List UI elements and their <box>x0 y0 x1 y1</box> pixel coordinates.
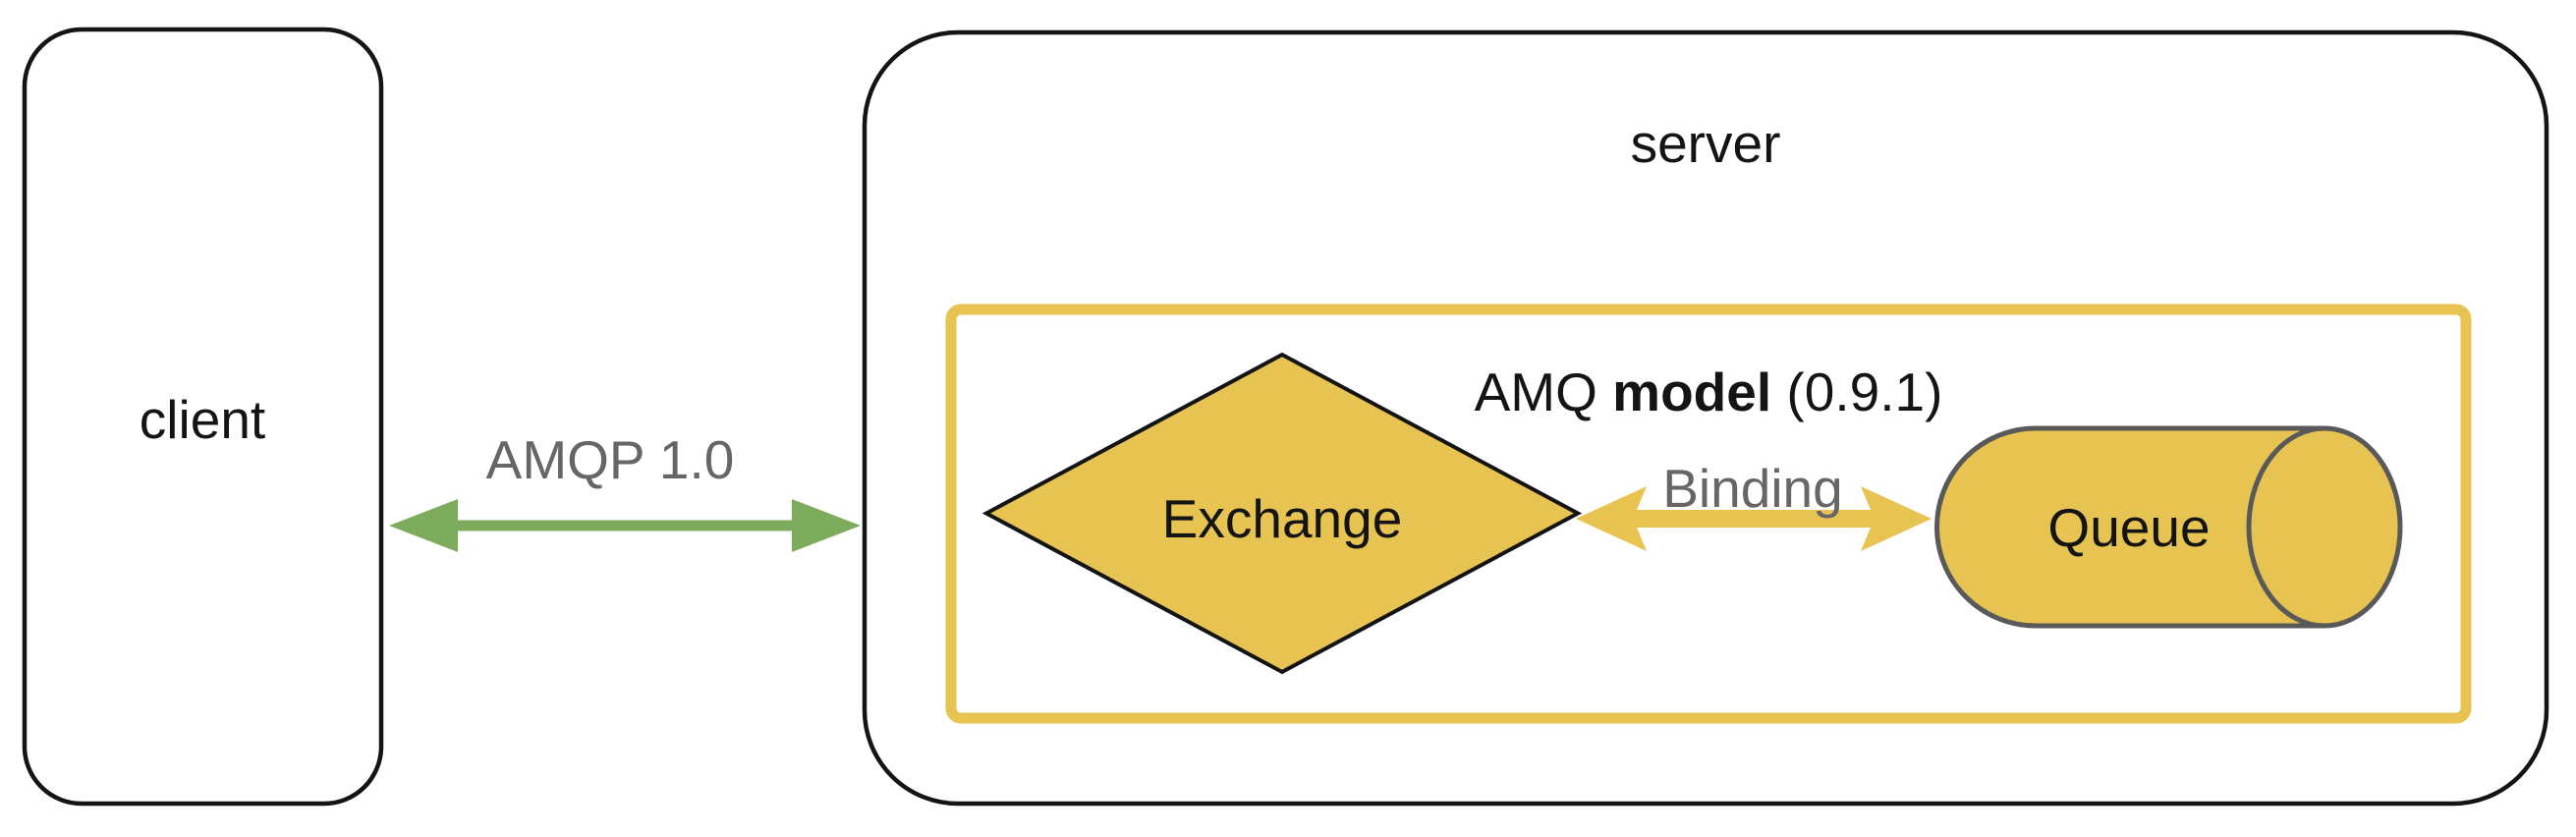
queue-cylinder-end <box>2246 425 2403 629</box>
exchange-diamond <box>981 352 1583 675</box>
queue-node: Queue <box>1934 425 2403 629</box>
binding-connection: Binding <box>1576 458 1932 551</box>
exchange-node: Exchange <box>981 352 1583 675</box>
amq-model-title: AMQ model (0.9.1) <box>1475 362 1943 422</box>
amq-model-title-bold: model <box>1612 362 1771 422</box>
server-label: server <box>1631 113 1781 174</box>
amqp-double-arrow <box>389 499 861 552</box>
client-node: client <box>22 27 384 807</box>
amq-model-container: AMQ model (0.9.1) Exchange Binding Queue <box>945 304 2472 724</box>
exchange-label: Exchange <box>1162 488 1403 549</box>
binding-double-arrow <box>1576 486 1932 551</box>
client-box <box>22 27 384 807</box>
amqp-label: AMQP 1.0 <box>486 429 735 490</box>
queue-label: Queue <box>2047 497 2210 558</box>
amq-model-title-prefix: AMQ <box>1475 362 1613 422</box>
amq-model-box <box>945 304 2472 724</box>
binding-label: Binding <box>1662 458 1842 519</box>
queue-cylinder-body <box>1934 425 2324 629</box>
server-node: server AMQ model (0.9.1) Exchange Bindin… <box>862 29 2549 807</box>
amq-model-title-suffix: (0.9.1) <box>1771 362 1942 422</box>
amqp-connection: AMQP 1.0 <box>389 429 861 552</box>
client-label: client <box>140 389 265 450</box>
